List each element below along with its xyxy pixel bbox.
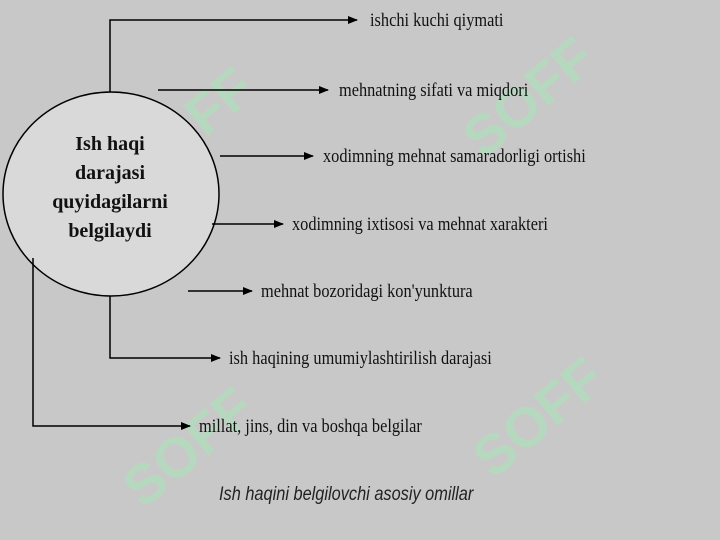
factor-label-2: mehnatning sifati va miqdori xyxy=(339,80,529,101)
factor-label-6: ish haqining umumiylashtirilish darajasi xyxy=(229,348,492,369)
diagram-caption: Ish haqini belgilovchi asosiy omillar xyxy=(219,484,474,505)
factor-label-1: ishchi kuchi qiymati xyxy=(370,10,504,31)
center-line: Ish haqi xyxy=(75,133,145,155)
center-line: quyidagilarni xyxy=(52,191,168,213)
factor-label-4: xodimning ixtisosi va mehnat xarakteri xyxy=(292,214,548,235)
factor-label-7: millat, jins, din va boshqa belgilar xyxy=(199,416,422,437)
center-line: belgilaydi xyxy=(68,220,152,242)
connector-arrow-6 xyxy=(109,296,221,362)
connector-arrow-1 xyxy=(109,16,358,92)
factor-label-5: mehnat bozoridagi kon'yunktura xyxy=(261,281,473,302)
center-line: darajasi xyxy=(75,162,145,184)
factor-label-3: xodimning mehnat samaradorligi ortishi xyxy=(323,146,586,167)
center-node-text: Ish haqi darajasi quyidagilarni belgilay… xyxy=(10,130,210,246)
center-ellipse xyxy=(2,91,220,297)
connector-arrow-7 xyxy=(32,258,191,430)
